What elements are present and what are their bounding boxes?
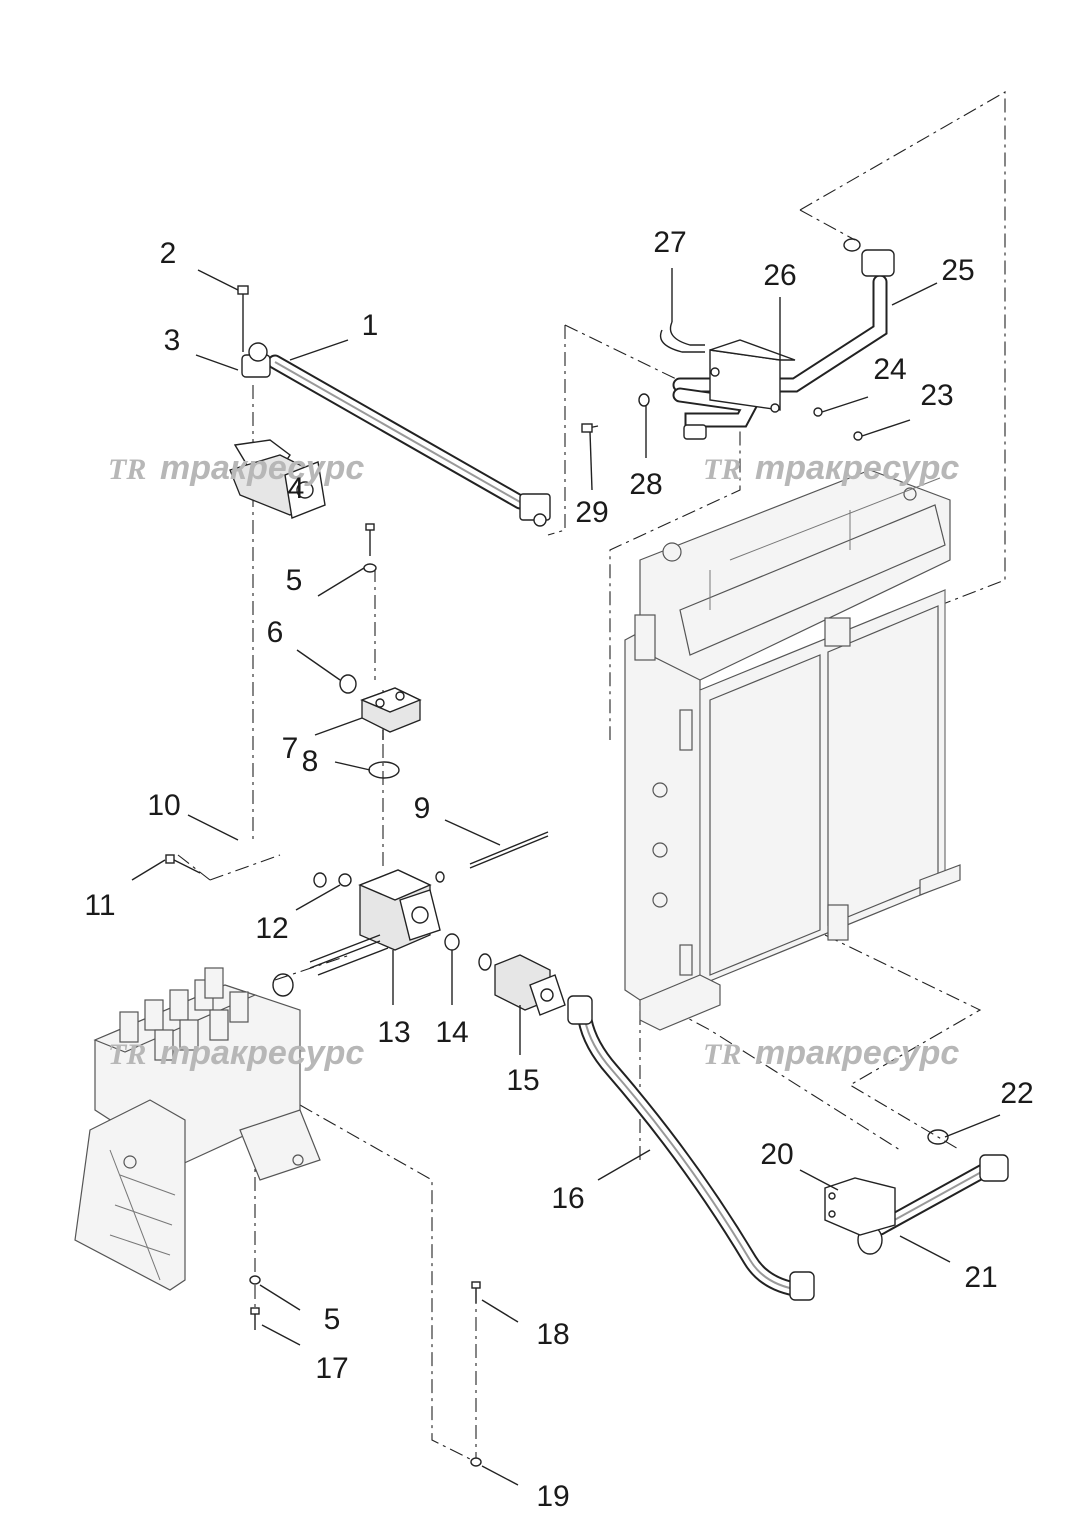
callout-21: 21 — [964, 1261, 997, 1294]
callout-3: 3 — [164, 324, 181, 357]
callout-labels: 1 2 3 4 5 6 7 8 9 10 11 12 13 14 15 16 1… — [84, 226, 1033, 1513]
watermark-upper-left: TR тракресурс — [108, 449, 364, 487]
callout-8: 8 — [302, 745, 319, 778]
callout-18: 18 — [536, 1318, 569, 1351]
callout-20: 20 — [760, 1138, 793, 1171]
callout-29: 29 — [575, 496, 608, 529]
callout-16: 16 — [551, 1182, 584, 1215]
watermark-text: тракресурс — [755, 1034, 959, 1072]
callout-15: 15 — [506, 1064, 539, 1097]
callout-7: 7 — [282, 732, 299, 765]
callout-22: 22 — [1000, 1077, 1033, 1110]
watermark-text: тракресурс — [755, 449, 959, 487]
callout-19: 19 — [536, 1480, 569, 1513]
watermark-mark: TR — [108, 453, 146, 486]
callout-10: 10 — [147, 789, 180, 822]
radiator-assembly — [624, 469, 961, 1031]
callout-24: 24 — [873, 353, 906, 386]
callout-2: 2 — [160, 237, 177, 270]
callout-13: 13 — [377, 1016, 410, 1049]
watermark-lower-right: TR тракресурс — [703, 1034, 959, 1072]
control-valve-assembly — [74, 967, 321, 1291]
watermark-mark: TR — [703, 453, 741, 486]
callout-17: 17 — [315, 1352, 348, 1385]
valve-stack-center — [165, 439, 566, 1016]
watermark-mark: TR — [703, 1038, 741, 1071]
callout-5-lower: 5 — [324, 1303, 341, 1336]
callout-1: 1 — [362, 309, 379, 342]
watermark-upper-right: TR тракресурс — [703, 449, 959, 487]
callout-9: 9 — [414, 792, 431, 825]
callout-26: 26 — [763, 259, 796, 292]
watermark-text: тракресурс — [160, 449, 364, 487]
callout-11: 11 — [84, 889, 115, 922]
callout-14: 14 — [435, 1016, 468, 1049]
callout-27: 27 — [653, 226, 686, 259]
pipe-assembly-1 — [237, 285, 551, 527]
callout-28: 28 — [629, 468, 662, 501]
lower-fasteners — [249, 1275, 482, 1467]
callout-12: 12 — [255, 912, 288, 945]
watermark-text: тракресурс — [160, 1034, 364, 1072]
callout-6: 6 — [267, 616, 284, 649]
callout-4: 4 — [288, 472, 305, 505]
pipe-assembly-lower-right — [824, 1129, 1009, 1255]
leader-lines — [131, 268, 1001, 1486]
hose-16 — [567, 995, 815, 1301]
watermark-mark: TR — [108, 1038, 146, 1071]
callout-5: 5 — [286, 564, 303, 597]
callout-23: 23 — [920, 379, 953, 412]
pipe-assembly-upper-right — [581, 238, 895, 441]
callout-25: 25 — [941, 254, 974, 287]
watermark-lower-left: TR тракресурс — [108, 1034, 364, 1072]
